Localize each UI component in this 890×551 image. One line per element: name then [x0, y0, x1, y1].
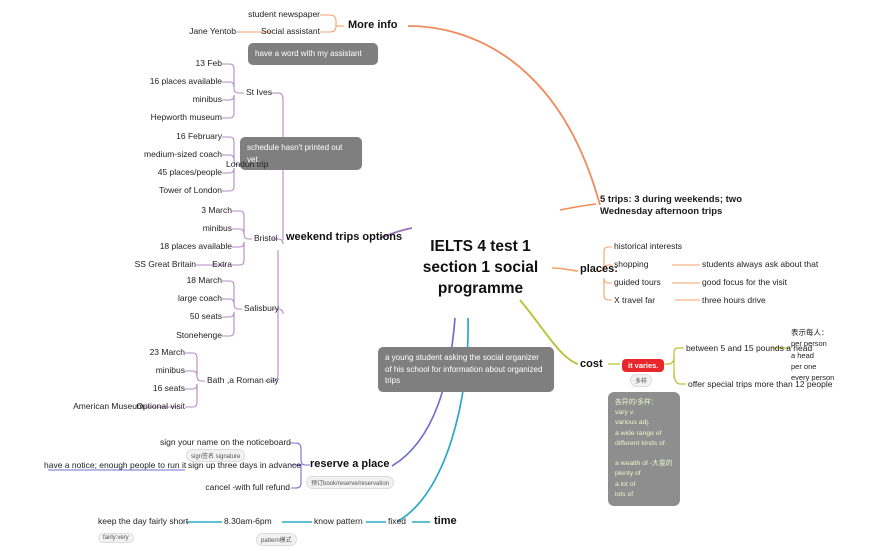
note-schedule: schedule hasn't printed out yet. [240, 137, 362, 171]
tag-sign-signature: sign签名 signature [186, 449, 246, 462]
node-bath-optional[interactable]: Optional visit [136, 401, 185, 411]
node-american-museum[interactable]: American Museum [73, 401, 144, 411]
node-london-date[interactable]: 16 February [176, 131, 222, 141]
node-student-newspaper[interactable]: student newspaper [248, 9, 320, 19]
node-sign-noticeboard[interactable]: sign your name on the noticeboard [160, 437, 291, 447]
node-time-keep-short[interactable]: keep the day fairly short [98, 516, 189, 526]
node-time-pattern[interactable]: know pattern [314, 516, 363, 526]
node-group-st-ives[interactable]: St Ives [246, 87, 272, 97]
node-have-a-notice[interactable]: have a notice; enough people to run it [44, 460, 187, 470]
node-places-travel-far[interactable]: X travel far [614, 295, 656, 305]
node-cost-special-trips[interactable]: offer special trips more than 12 people [688, 379, 833, 389]
node-bath-seats[interactable]: 16 seats [152, 383, 185, 393]
node-cost-pounds[interactable]: between 5 and 15 pounds a head [686, 343, 813, 353]
node-group-london[interactable]: London trip [226, 159, 269, 169]
node-london-transport[interactable]: medium-sized coach [144, 149, 222, 159]
node-places-travel-detail[interactable]: three hours drive [702, 295, 766, 305]
node-bath-transport[interactable]: minibus [155, 365, 185, 375]
node-cancel-refund[interactable]: cancel -with full refund [205, 482, 290, 492]
note-various-glossary: 各异的/多样： vary v. various adj. a wide rang… [608, 392, 680, 506]
node-bristol-places[interactable]: 18 places available [159, 241, 232, 251]
node-st-ives-places[interactable]: 16 places available [149, 76, 222, 86]
node-salisbury-seats[interactable]: 50 seats [189, 311, 222, 321]
branch-time[interactable]: time [434, 515, 457, 527]
branch-cost[interactable]: cost [580, 358, 603, 370]
node-salisbury-transport[interactable]: large coach [178, 293, 222, 303]
node-group-bristol[interactable]: Bristol [254, 233, 278, 243]
node-group-salisbury[interactable]: Salisbury [244, 303, 279, 313]
node-places-shopping-detail[interactable]: students always ask about that [702, 259, 819, 269]
node-time-fixed[interactable]: fixed [388, 516, 406, 526]
branch-weekend-trips[interactable]: weekend trips options [286, 231, 403, 243]
node-jane-yentob[interactable]: Jane Yentob [189, 26, 236, 36]
node-salisbury-attraction[interactable]: Stonehenge [176, 330, 222, 340]
node-places-shopping[interactable]: shopping [614, 259, 649, 269]
tag-pattern: pattern模式 [256, 533, 297, 546]
node-london-places[interactable]: 45 places/people [157, 167, 222, 177]
node-st-ives-date[interactable]: 13 Feb [195, 58, 222, 68]
branch-more-info[interactable]: More info [348, 19, 398, 31]
tag-fairly: fairly:very [98, 533, 134, 543]
node-ss-great-britain[interactable]: SS Great Britain [134, 259, 196, 269]
node-places-historical[interactable]: historical interests [614, 241, 683, 251]
node-time-hours[interactable]: 8.30am-6pm [224, 516, 272, 526]
node-trips-summary[interactable]: 5 trips: 3 during weekends; two Wednesda… [600, 194, 742, 218]
node-st-ives-attraction[interactable]: Hepworth museum [150, 112, 222, 122]
node-salisbury-date[interactable]: 18 March [186, 275, 222, 285]
node-st-ives-transport[interactable]: minibus [192, 94, 222, 104]
node-places-guided-detail[interactable]: good focus for the visit [702, 277, 788, 287]
branch-reserve-a-place[interactable]: reserve a place [310, 458, 390, 470]
tag-reserve-glossary: 预订book/reserve/reservation [306, 476, 395, 489]
node-sign-up-advance[interactable]: sign up three days in advance [188, 460, 301, 470]
note-student-context: a young student asking the social organi… [378, 347, 554, 392]
node-bristol-transport[interactable]: minibus [202, 223, 232, 233]
branch-places[interactable]: places: [580, 263, 618, 275]
node-bristol-extra[interactable]: Extra [212, 259, 232, 269]
node-per-head-glossary: 表示每人： per person a head per one every pe… [791, 328, 835, 382]
node-bristol-date[interactable]: 3 March [201, 205, 232, 215]
node-group-bath[interactable]: Bath ,a Roman city [207, 375, 279, 385]
central-topic: IELTS 4 test 1 section 1 social programm… [422, 238, 539, 297]
tag-cost-varies: 多样 [630, 374, 653, 387]
node-london-attraction[interactable]: Tower of London [159, 185, 222, 195]
badge-it-varies[interactable]: it varies. [622, 359, 665, 372]
node-places-guided[interactable]: guided tours [614, 277, 661, 287]
node-bath-date[interactable]: 23 March [149, 347, 185, 357]
node-social-assistant[interactable]: Social assistant [260, 26, 320, 36]
note-have-a-word: have a word with my assistant [248, 43, 378, 65]
